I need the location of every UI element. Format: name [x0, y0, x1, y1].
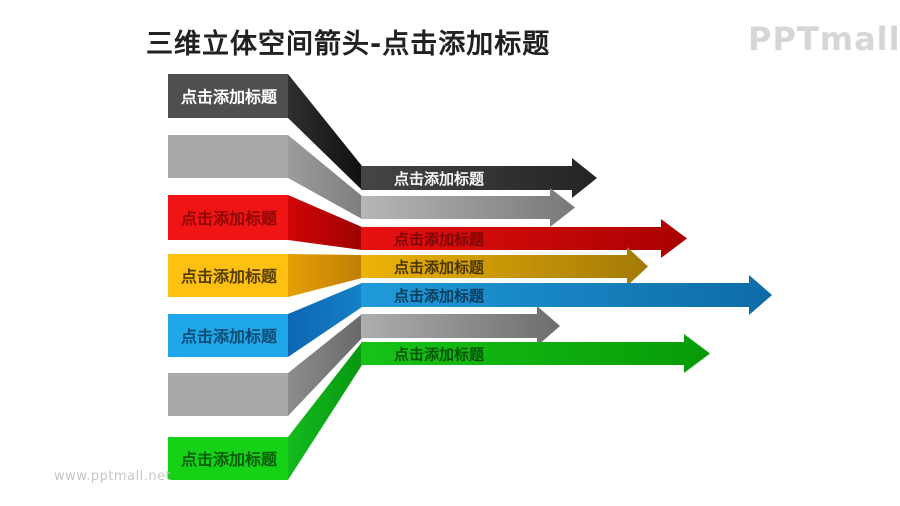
pptmall-logo: PPTmall	[748, 20, 900, 58]
row-6-diagonal	[288, 314, 362, 416]
row-4-bar-label: 点击添加标题	[181, 267, 278, 286]
watermark: www.pptmall.net	[54, 469, 172, 484]
row-2-diagonal	[288, 135, 362, 219]
row-5-arrow[interactable]	[361, 275, 772, 315]
row-2-arrow[interactable]	[361, 188, 575, 227]
row-1-bar-label: 点击添加标题	[181, 88, 278, 107]
row-3-bar-label: 点击添加标题	[181, 209, 278, 228]
row-4-bar[interactable]	[168, 254, 288, 297]
row-1-diagonal	[288, 74, 362, 190]
row-6-bar[interactable]	[168, 373, 288, 416]
row-5-arrow-label: 点击添加标题	[394, 287, 485, 305]
row-6-arrow[interactable]	[361, 306, 560, 346]
row-7-arrow[interactable]	[361, 334, 710, 373]
row-1-arrow[interactable]	[361, 158, 597, 198]
row-4-diagonal	[288, 254, 362, 297]
row-3-arrow[interactable]	[361, 219, 687, 258]
row-4-arrow-label: 点击添加标题	[394, 259, 485, 277]
row-7-arrow-label: 点击添加标题	[394, 346, 485, 364]
row-3-diagonal	[288, 195, 362, 250]
row-3-arrow-label: 点击添加标题	[394, 231, 485, 249]
row-3-bar[interactable]	[168, 195, 288, 240]
row-7-bar-label: 点击添加标题	[181, 450, 278, 469]
row-5-bar[interactable]	[168, 314, 288, 357]
row-2-bar[interactable]	[168, 135, 288, 178]
row-7-diagonal	[288, 342, 362, 480]
row-5-bar-label: 点击添加标题	[181, 327, 278, 346]
row-7-bar[interactable]	[168, 437, 288, 480]
row-4-arrow[interactable]	[361, 247, 648, 286]
row-5-diagonal	[288, 283, 362, 357]
slide-title: 三维立体空间箭头-点击添加标题	[146, 29, 551, 60]
row-1-bar[interactable]	[168, 74, 288, 118]
row-1-arrow-label: 点击添加标题	[394, 170, 485, 188]
